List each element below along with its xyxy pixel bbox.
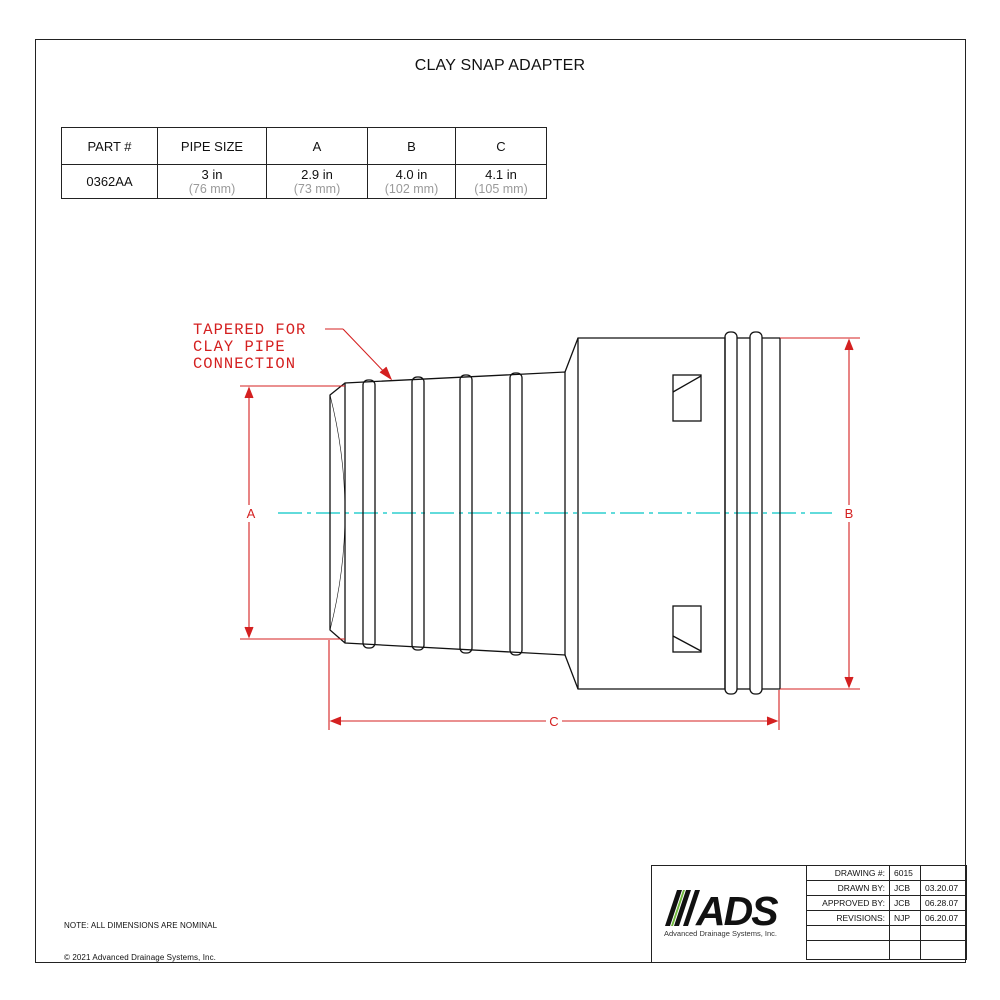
- ads-logo: ADS: [665, 888, 780, 934]
- dimension-c: [328, 640, 780, 730]
- tb-row: [806, 925, 967, 941]
- tb-date: 06.28.07: [920, 895, 967, 911]
- tb-date: [920, 865, 967, 881]
- tb-date: [920, 925, 967, 941]
- drawing-title: CLAY SNAP ADAPTER: [414, 57, 586, 74]
- ads-logo-text: ADS: [695, 888, 778, 934]
- dimension-a-label: A: [247, 506, 256, 521]
- c-in: 4.1 in: [485, 166, 517, 182]
- callout-leader: [325, 328, 393, 381]
- tb-date: 06.20.07: [920, 910, 967, 926]
- callout-line-3: CONNECTION: [193, 355, 296, 373]
- tb-label: [806, 925, 890, 941]
- tb-label: [806, 940, 890, 960]
- tb-row: DRAWN BY: JCB 03.20.07: [806, 880, 967, 896]
- tb-row: REVISIONS: NJP 06.20.07: [806, 910, 967, 926]
- drawing-sheet-border: [35, 39, 966, 963]
- copyright-note: © 2021 Advanced Drainage Systems, Inc.: [64, 953, 216, 962]
- cell-part: 0362AA: [61, 164, 158, 199]
- cell-c: 4.1 in (105 mm): [455, 164, 547, 199]
- title-block-table: DRAWING #: 6015 DRAWN BY: JCB 03.20.07 A…: [806, 865, 967, 960]
- tb-row: APPROVED BY: JCB 06.28.07: [806, 895, 967, 911]
- header-pipe-size: PIPE SIZE: [157, 127, 267, 165]
- dimensions-note: NOTE: ALL DIMENSIONS ARE NOMINAL: [64, 921, 218, 930]
- c-mm: (105 mm): [474, 181, 528, 196]
- spec-table: PART # PIPE SIZE A B C 0362AA 3 in (76 m…: [61, 127, 547, 199]
- spec-table-row: 0362AA 3 in (76 mm) 2.9 in (73 mm) 4.0 i…: [61, 164, 547, 199]
- tb-value: [889, 925, 921, 941]
- header-a: A: [266, 127, 368, 165]
- dimension-b-label: B: [845, 506, 854, 521]
- dimension-a: [240, 385, 345, 640]
- cell-a: 2.9 in (73 mm): [266, 164, 368, 199]
- a-in: 2.9 in: [301, 166, 333, 182]
- tb-value: [889, 940, 921, 960]
- tb-label: APPROVED BY:: [806, 895, 890, 911]
- a-mm: (73 mm): [293, 181, 341, 196]
- tb-date: 03.20.07: [920, 880, 967, 896]
- pipe-size-mm: (76 mm): [188, 181, 236, 196]
- tb-label: DRAWN BY:: [806, 880, 890, 896]
- cell-b: 4.0 in (102 mm): [367, 164, 456, 199]
- header-c: C: [455, 127, 547, 165]
- dimension-c-label: C: [549, 714, 558, 729]
- tb-label: REVISIONS:: [806, 910, 890, 926]
- tb-value: NJP: [889, 910, 921, 926]
- cell-pipe-size: 3 in (76 mm): [157, 164, 267, 199]
- ads-logo-tagline: Advanced Drainage Systems, Inc.: [664, 929, 777, 938]
- tb-value: JCB: [889, 895, 921, 911]
- dimension-b: [780, 337, 860, 690]
- tb-date: [920, 940, 967, 960]
- callout-text: TAPERED FOR CLAY PIPE CONNECTION: [193, 321, 306, 373]
- tb-row: DRAWING #: 6015: [806, 865, 967, 881]
- tb-value: JCB: [889, 880, 921, 896]
- spec-table-header-row: PART # PIPE SIZE A B C: [61, 127, 547, 165]
- callout-line-1: TAPERED FOR: [193, 321, 306, 339]
- tb-label: DRAWING #:: [806, 865, 890, 881]
- pipe-size-in: 3 in: [201, 166, 223, 182]
- b-in: 4.0 in: [395, 166, 428, 182]
- header-part: PART #: [61, 127, 158, 165]
- callout-line-2: CLAY PIPE: [193, 338, 286, 356]
- tb-value: 6015: [889, 865, 921, 881]
- b-mm: (102 mm): [384, 181, 439, 196]
- tb-row: [806, 940, 967, 960]
- adapter-outline: [329, 331, 781, 695]
